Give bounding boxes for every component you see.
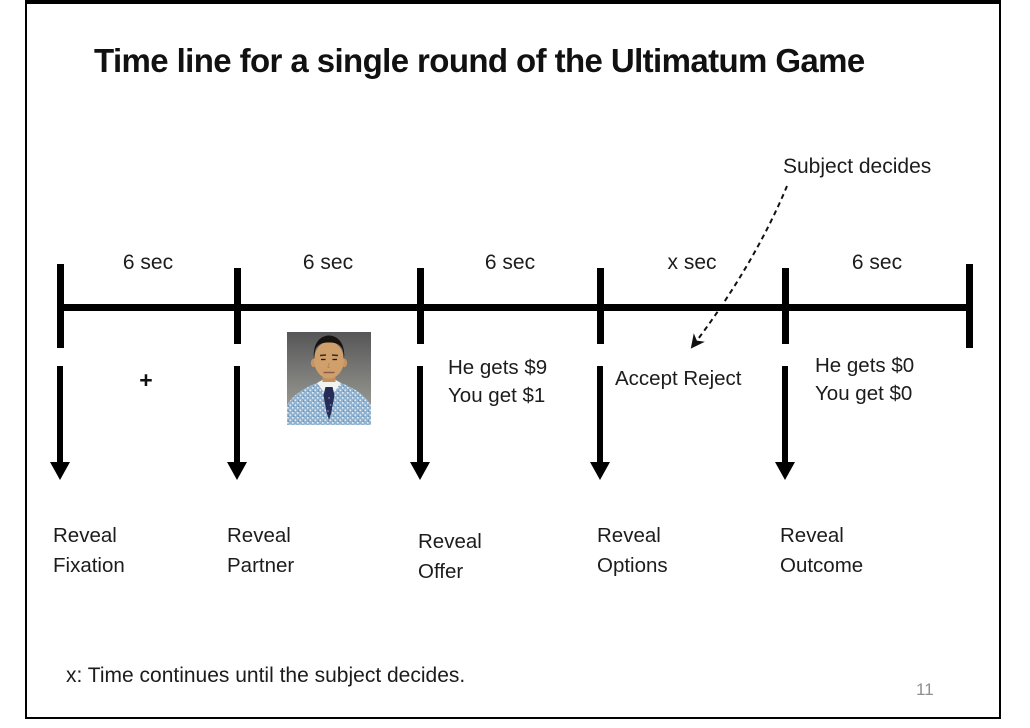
partner-photo [287, 332, 371, 425]
event-label-offer: Reveal Offer [418, 530, 482, 583]
down-arrow-icon [775, 366, 795, 480]
slide-title: Time line for a single round of the Ulti… [94, 42, 865, 79]
down-arrow-icon [410, 366, 430, 480]
timeline-tick-4 [597, 268, 604, 344]
offer-line2: You get $1 [448, 384, 546, 407]
timeline-tick-end [966, 264, 973, 348]
subject-decides-label: Subject decides [783, 155, 932, 178]
segment-label-5: 6 sec [851, 251, 903, 274]
outcome-text: He gets $0 You get $0 [815, 352, 914, 408]
segment-label-2: 6 sec [302, 251, 354, 274]
event-label-outcome: Reveal Outcome [780, 524, 864, 577]
page-number: 11 [916, 680, 934, 699]
segment-label-3: 6 sec [484, 251, 536, 274]
timeline-tick-5 [782, 268, 789, 344]
down-arrow-icon [590, 366, 610, 480]
offer-line1: He gets $9 [448, 356, 548, 379]
timeline-line [57, 304, 973, 311]
outcome-line2: You get $0 [815, 382, 913, 405]
timeline-tick-3 [417, 268, 424, 344]
footnote: x: Time continues until the subject deci… [66, 664, 466, 687]
event-label-options: Reveal Options [597, 524, 668, 577]
event-label-partner: Reveal Partner [227, 524, 295, 577]
slide-border [25, 0, 1001, 719]
timeline-tick-2 [234, 268, 241, 344]
fixation-cross: + [139, 367, 153, 393]
down-arrow-icon [227, 366, 247, 480]
timeline-tick-start [57, 264, 64, 348]
options-text: Accept Reject [615, 367, 742, 390]
offer-text: He gets $9 You get $1 [448, 354, 547, 410]
segment-label-4: x sec [667, 251, 717, 274]
event-label-fixation: Reveal Fixation [53, 524, 125, 577]
segment-label-1: 6 sec [122, 251, 174, 274]
outcome-line1: He gets $0 [815, 354, 915, 377]
down-arrow-icon [50, 366, 70, 480]
